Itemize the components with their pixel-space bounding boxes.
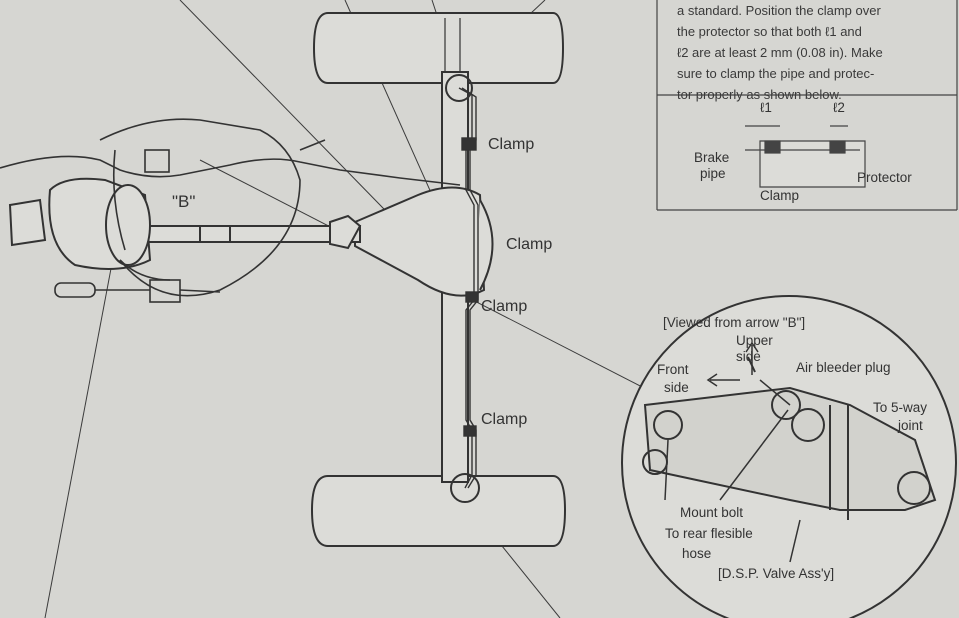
arrow-b-label: "B" [172, 192, 196, 211]
mount-bolt-label: Mount bolt [680, 505, 744, 520]
clamp-label-4: Clamp [481, 411, 528, 428]
upper-side-label: side [736, 349, 761, 364]
clamp-note: a standard. Position the clamp over the … [657, 0, 959, 105]
axle-brake-pipe [458, 87, 479, 489]
inset-l1-label: ℓ1 [760, 100, 772, 115]
propeller-shaft [139, 214, 362, 250]
note-line: a standard. Position the clamp over [677, 3, 881, 18]
note-line: sure to clamp the pipe and protec- [677, 66, 875, 81]
front-label: Front [657, 362, 689, 377]
lower-tire [310, 475, 567, 547]
note-line: the protector so that both ℓ1 and [677, 24, 862, 39]
inset-brake-label: Brake [694, 150, 730, 165]
upper-label: Upper [736, 333, 773, 348]
inset-pipe-label: pipe [700, 166, 726, 181]
inset-protector-label: Protector [857, 170, 912, 185]
air-bleeder-label: Air bleeder plug [796, 360, 891, 375]
note-line: ℓ2 are at least 2 mm (0.08 in). Make [677, 45, 883, 60]
hose-label: hose [682, 546, 712, 561]
transmission [8, 177, 152, 270]
rear-hose-label: To rear flesible [665, 526, 753, 541]
clamp-label-3: Clamp [481, 298, 528, 315]
valve-label: [D.S.P. Valve Ass'y] [718, 566, 835, 581]
to-5way-label: To 5-way [873, 400, 928, 415]
inset-clamp-label: Clamp [760, 188, 800, 203]
upper-tire [312, 12, 565, 84]
inset-l2-label: ℓ2 [833, 100, 845, 115]
joint-label: joint [898, 418, 923, 433]
note-line: tor properly as shown below. [677, 87, 842, 102]
dsp-valve [642, 356, 937, 520]
detail-title: [Viewed from arrow "B"] [663, 315, 806, 330]
front-side-label: side [664, 380, 689, 395]
clamp-inset-box [656, 0, 958, 211]
left-brake-lines [0, 118, 461, 303]
clamp-label-1: Clamp [488, 136, 535, 153]
clamp-label-2: Clamp [506, 236, 553, 253]
detail-arrows [664, 341, 801, 563]
